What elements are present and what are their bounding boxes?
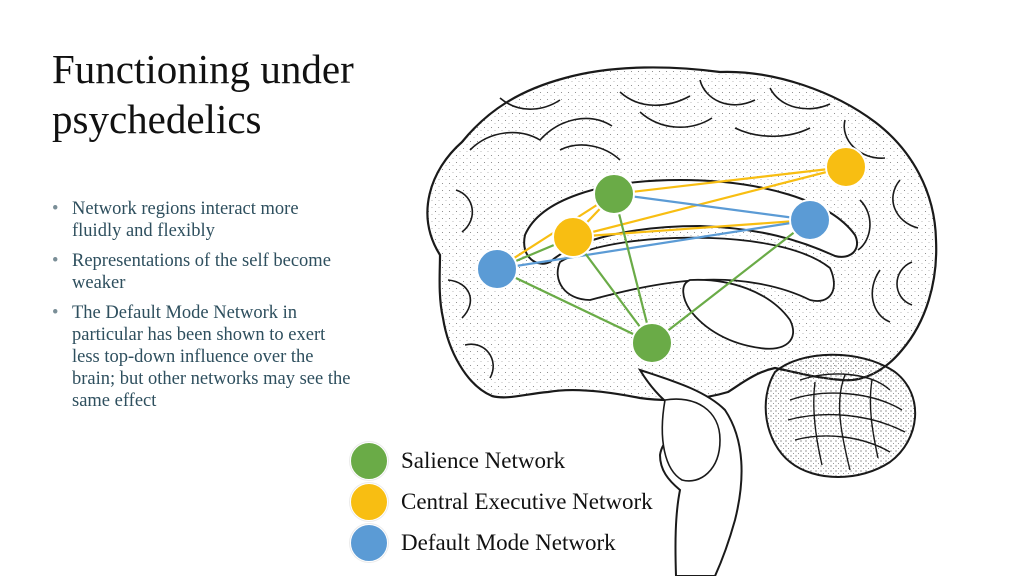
connection-line-salience-top-executive-back — [613, 165, 847, 196]
bullet-list: • Network regions interact more fluidly a… — [52, 198, 352, 420]
connection-line-salience-top-salience-bottom — [612, 193, 654, 344]
bullet-text: Network regions interact more fluidly an… — [72, 199, 299, 241]
node-executive-back — [825, 146, 867, 188]
node-salience-bottom — [631, 322, 673, 364]
network-nodes — [476, 146, 867, 364]
bullet-item: • The Default Mode Network in particular … — [52, 302, 352, 412]
connection-line-executive-front-salience-bottom — [572, 236, 653, 344]
legend-item-default-mode: Default Mode Network — [350, 522, 653, 563]
brain-gyri — [447, 79, 919, 379]
node-salience-top — [593, 173, 635, 215]
default-mode-swatch-icon — [350, 523, 388, 562]
legend-item-central-executive: Central Executive Network — [350, 481, 653, 522]
bullet-item: • Representations of the self become weak… — [52, 250, 352, 294]
connection-line-salience-top-default-back — [613, 192, 811, 222]
pons — [661, 398, 721, 482]
bullet-dot-icon: • — [52, 303, 59, 323]
bullet-dot-icon: • — [52, 251, 59, 271]
node-executive-front — [552, 216, 594, 258]
bullet-dot-icon: • — [52, 199, 59, 219]
connection-line-default-front-default-back — [496, 218, 811, 271]
node-default-back — [789, 199, 831, 241]
connection-line-default-back-salience-bottom — [651, 219, 811, 344]
network-legend: Salience Network Central Executive Netwo… — [350, 440, 653, 563]
slide-title: Functioning under psychedelics — [52, 46, 354, 142]
cerebellum-folia — [787, 373, 906, 471]
bullet-text: Representations of the self become weake… — [72, 251, 331, 293]
brain-illustration — [426, 66, 938, 576]
salience-swatch-icon — [350, 441, 388, 480]
brain-cortex-outline — [426, 66, 938, 402]
network-connections — [496, 165, 847, 344]
bullet-text: The Default Mode Network in particular h… — [72, 303, 351, 411]
legend-label: Salience Network — [401, 447, 566, 473]
connection-line-default-front-salience-bottom — [496, 268, 653, 344]
central-executive-swatch-icon — [350, 482, 388, 521]
legend-label: Default Mode Network — [401, 529, 616, 555]
legend-label: Central Executive Network — [401, 488, 653, 514]
legend-item-salience: Salience Network — [350, 440, 653, 481]
connection-line-executive-front-default-back — [572, 218, 811, 239]
node-default-front — [476, 248, 518, 290]
connection-line-executive-front-executive-back — [572, 165, 847, 239]
bullet-item: • Network regions interact more fluidly a… — [52, 198, 352, 242]
